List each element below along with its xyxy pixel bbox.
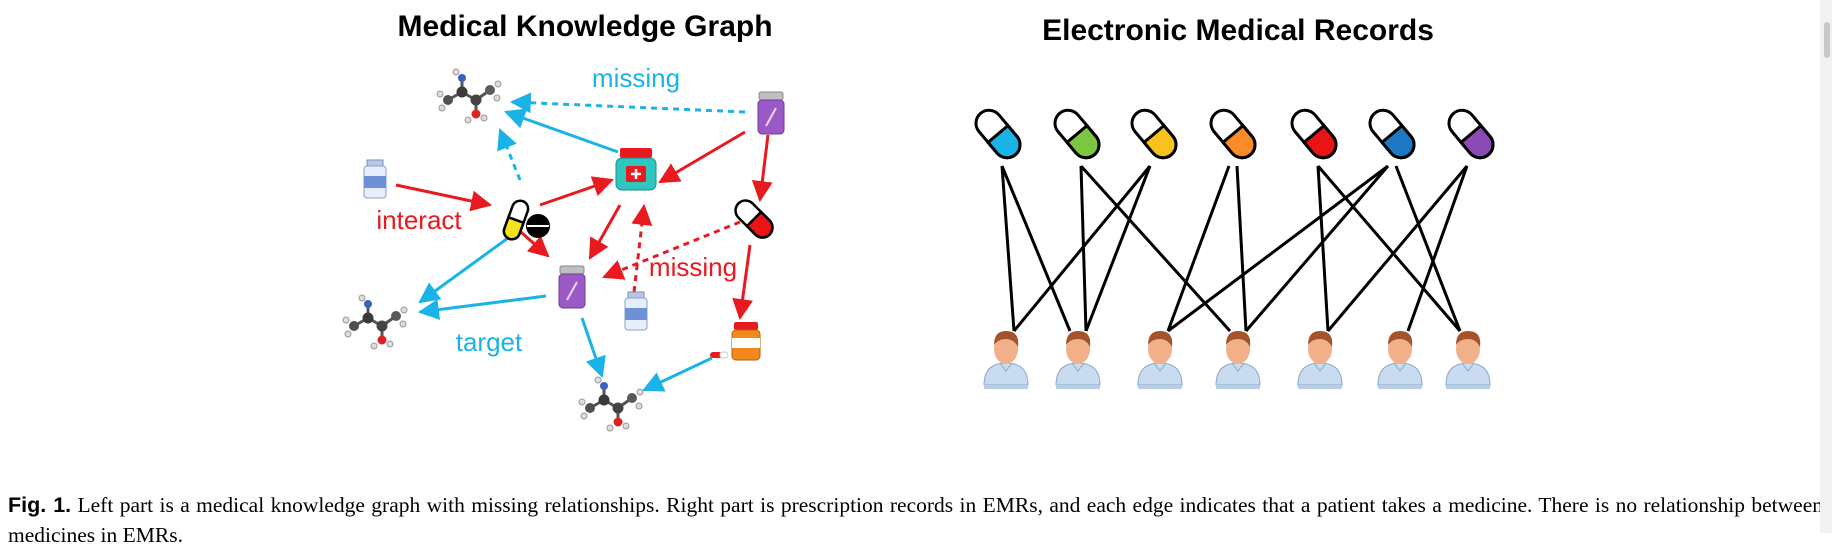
figure: Medical Knowledge Graph Electronic Medic… (341, 10, 1495, 433)
missing-target-label: missing (592, 63, 680, 93)
target-edge (580, 317, 606, 378)
emr-edges (1000, 164, 1469, 333)
capsule-icon (1368, 108, 1416, 160)
emr-edge (1166, 165, 1231, 332)
missing-interact-edge (631, 203, 653, 293)
capsule-icon (1053, 108, 1101, 160)
target-edge (417, 294, 547, 321)
interact-edge (751, 134, 773, 203)
emr-edge (1079, 164, 1232, 333)
patient-icon (1377, 330, 1423, 390)
molecule-icon (341, 293, 409, 351)
orange-bottle-icon (710, 322, 761, 361)
emr-edge (1167, 164, 1389, 333)
target-edge (504, 108, 619, 154)
target-label: target (456, 327, 523, 357)
figure-caption-label: Fig. 1. (8, 492, 72, 517)
molecule-icon (577, 375, 645, 433)
patient-icon (1137, 330, 1183, 390)
knowledge-graph-nodes (341, 67, 785, 433)
emr-edge (1394, 165, 1462, 332)
emr-edge (1000, 165, 1016, 332)
capsule-icon (1447, 108, 1495, 160)
purple-bottle-icon (757, 91, 785, 135)
interact-edge (539, 176, 614, 207)
missing-interact-edge (602, 220, 741, 280)
interact-edge (588, 204, 622, 260)
emr-medicines (974, 108, 1495, 160)
target-edge (642, 356, 713, 392)
red-capsule-icon (734, 199, 774, 239)
medicine-bottle-icon (615, 148, 657, 191)
figure-caption-text: Left part is a medical knowledge graph w… (8, 492, 1823, 547)
figure-caption: Fig. 1. Left part is a medical knowledge… (8, 490, 1823, 550)
emr-edge (1406, 165, 1469, 332)
scrollbar-thumb[interactable] (1824, 22, 1830, 58)
interact-edge (395, 183, 493, 212)
emr-edge (1316, 165, 1462, 332)
emr-edge (1244, 165, 1390, 332)
molecule-icon (435, 67, 503, 125)
emr-patients (983, 330, 1491, 390)
patient-icon (1445, 330, 1491, 390)
patient-icon (1215, 330, 1261, 390)
missing-target-edge (509, 92, 746, 114)
patient-icon (1055, 330, 1101, 390)
emr-edge (1000, 165, 1072, 332)
capsule-icon (1209, 108, 1257, 160)
emr-edge (1012, 165, 1152, 332)
vial-icon (624, 291, 648, 331)
emr-edge (1084, 165, 1152, 332)
missing-interact-label: missing (649, 252, 737, 282)
capsule-icon (1130, 108, 1178, 160)
interact-edge (732, 244, 753, 321)
left-figure-title: Medical Knowledge Graph (397, 10, 772, 43)
target-edge (418, 236, 509, 304)
missing-target-edge (497, 128, 522, 181)
capsule-icon (1290, 108, 1338, 160)
patient-icon (983, 330, 1029, 390)
right-figure-title: Electronic Medical Records (1042, 14, 1434, 47)
capsule-pill-icon (502, 199, 550, 241)
purple-bottle-icon (558, 265, 586, 309)
interact-edge (658, 130, 746, 184)
scrollbar[interactable] (1820, 0, 1832, 533)
emr-edge (1316, 165, 1330, 332)
interact-label: interact (376, 205, 462, 235)
emr-edge (1235, 165, 1248, 332)
vial-icon (363, 159, 387, 199)
knowledge-graph-edges (395, 92, 773, 392)
patient-icon (1297, 330, 1343, 390)
emr-edge (1326, 165, 1469, 332)
capsule-icon (974, 108, 1022, 160)
